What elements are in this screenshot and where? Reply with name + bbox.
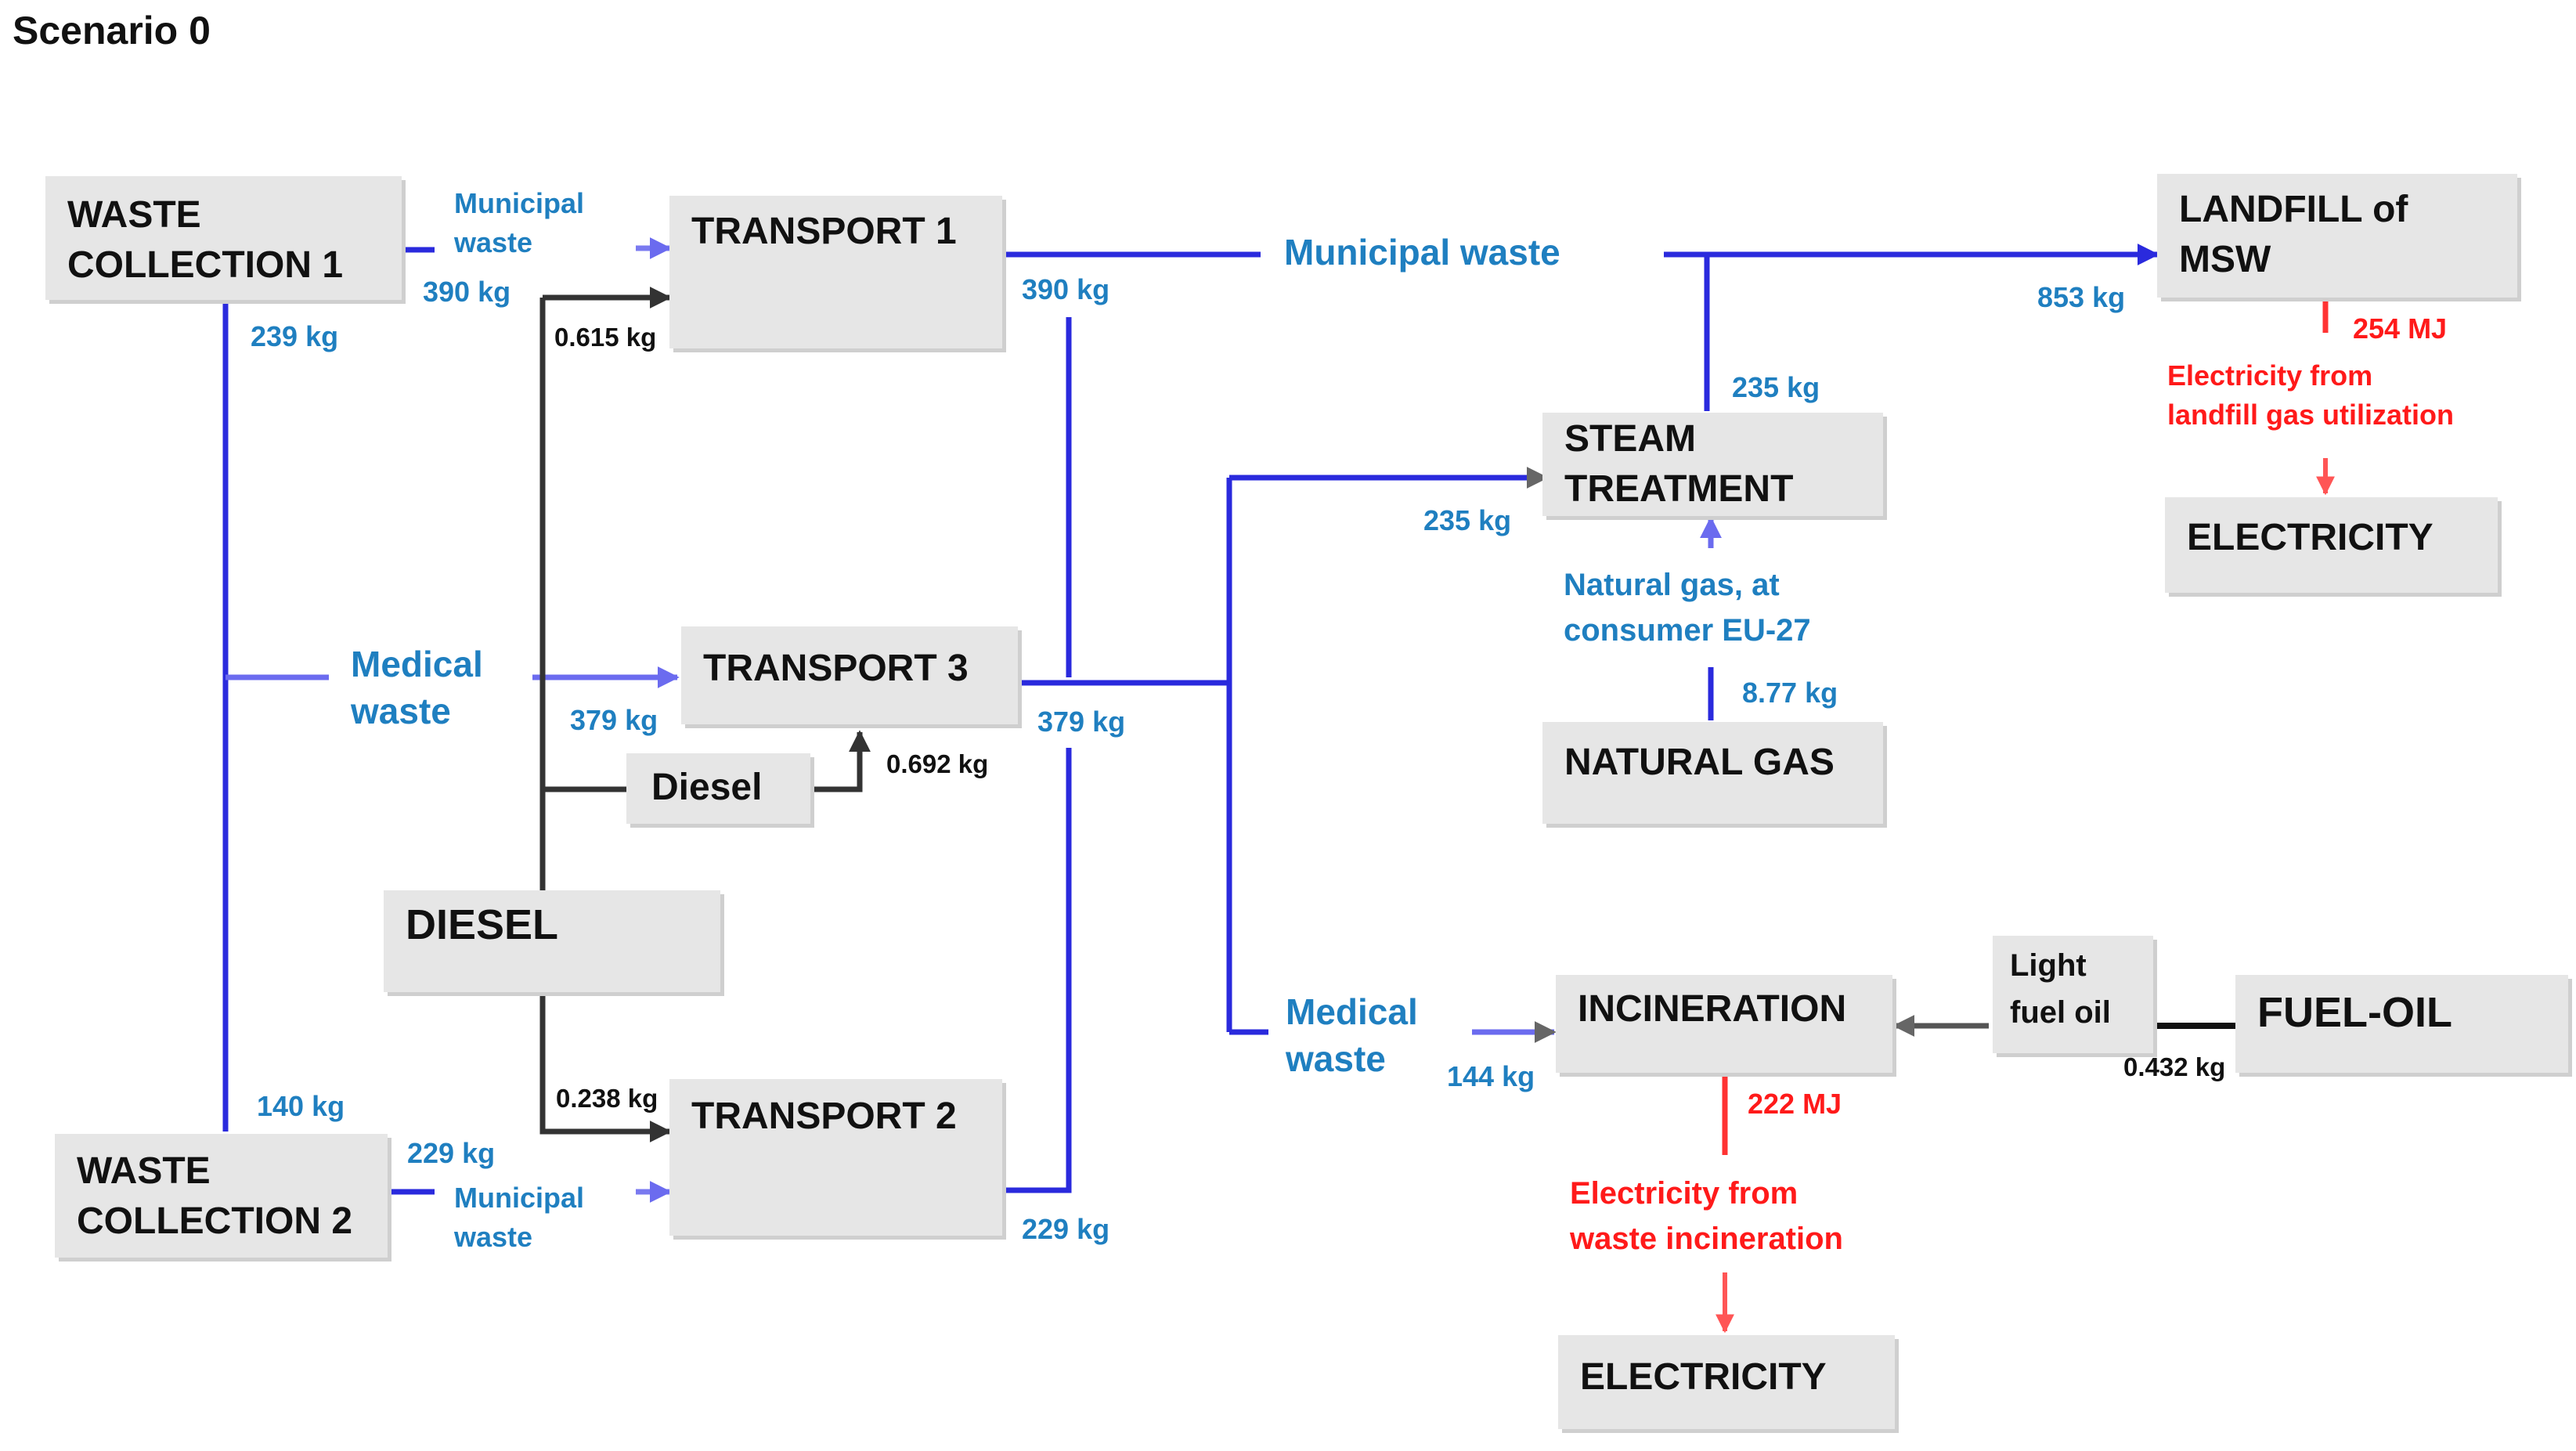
box-transport-1: TRANSPORT 1: [669, 196, 1002, 348]
box-electricity-landfill: ELECTRICITY: [2165, 497, 2498, 593]
box-transport-2-label: TRANSPORT 2: [691, 1095, 957, 1137]
box-steam-treatment-label: STEAM TREATMENT: [1564, 418, 1794, 510]
box-landfill-label: LANDFILL of MSW: [2179, 189, 2408, 280]
box-waste-collection-1-label: WASTE COLLECTION 1: [67, 194, 344, 286]
box-light-fuel-oil: Light fuel oil: [1993, 936, 2153, 1053]
box-natural-gas: NATURAL GAS: [1542, 722, 1883, 824]
label-landfill-electricity: Electricity from landfill gas utilizatio…: [2167, 359, 2455, 431]
label-wc1-down-kg: 239 kg: [251, 320, 339, 352]
label-t3-in-kg: 379 kg: [570, 704, 658, 736]
label-steam-out-kg: 235 kg: [1732, 371, 1820, 403]
box-diesel-small: Diesel: [626, 753, 810, 824]
label-wc1-to-t1-kg: 390 kg: [423, 276, 511, 308]
label-municipal-waste-wc1: Municipal waste: [454, 187, 585, 258]
box-electricity-incineration: ELECTRICITY: [1558, 1335, 1895, 1429]
label-municipal-waste-wc2: Municipal waste: [454, 1182, 585, 1253]
box-landfill: LANDFILL of MSW: [2157, 174, 2517, 298]
label-incineration-mj: 222 MJ: [1748, 1088, 1842, 1120]
label-incineration-electricity: Electricity from waste incineration: [1570, 1176, 1843, 1256]
box-electricity-landfill-label: ELECTRICITY: [2187, 517, 2433, 558]
label-wc2-up-kg: 140 kg: [257, 1090, 345, 1122]
box-waste-collection-2-label: WASTE COLLECTION 2: [77, 1150, 353, 1242]
label-medical-waste-incineration: Medical waste: [1286, 991, 1418, 1079]
box-transport-3: TRANSPORT 3: [681, 626, 1018, 724]
box-fuel-oil: FUEL-OIL: [2235, 975, 2568, 1073]
box-transport-2: TRANSPORT 2: [669, 1079, 1002, 1236]
label-landfill-mj: 254 MJ: [2353, 312, 2448, 345]
label-t3-out-kg: 379 kg: [1037, 706, 1126, 738]
diagram-title: Scenario 0: [13, 9, 211, 52]
box-diesel-label: DIESEL: [406, 901, 559, 948]
box-incineration-label: INCINERATION: [1578, 988, 1847, 1030]
label-steam-in-kg: 235 kg: [1423, 504, 1512, 536]
label-incineration-in-kg: 144 kg: [1447, 1060, 1535, 1092]
label-diesel-t2-kg: 0.238 kg: [556, 1084, 658, 1113]
label-natural-gas: Natural gas, at consumer EU-27: [1564, 568, 1811, 648]
box-fuel-oil-label: FUEL-OIL: [2257, 989, 2452, 1036]
label-natural-gas-kg: 8.77 kg: [1742, 677, 1838, 709]
label-wc2-to-t2-kg: 229 kg: [407, 1137, 496, 1169]
box-steam-treatment: STEAM TREATMENT: [1542, 413, 1883, 516]
label-landfill-in-kg: 853 kg: [2037, 281, 2126, 313]
box-incineration: INCINERATION: [1556, 975, 1892, 1073]
box-light-fuel-oil-label: Light fuel oil: [2010, 948, 2111, 1030]
box-waste-collection-2: WASTE COLLECTION 2: [55, 1134, 388, 1258]
box-waste-collection-1: WASTE COLLECTION 1: [45, 176, 402, 300]
diesel-to-transport2: [539, 994, 672, 1142]
label-t2-out-kg: 229 kg: [1022, 1213, 1110, 1245]
box-transport-1-label: TRANSPORT 1: [691, 211, 957, 252]
box-transport-3-label: TRANSPORT 3: [703, 648, 969, 689]
box-natural-gas-label: NATURAL GAS: [1564, 742, 1835, 783]
label-diesel-t1-kg: 0.615 kg: [554, 323, 657, 352]
label-medical-waste-wc: Medical waste: [351, 644, 483, 731]
label-municipal-waste-main: Municipal waste: [1284, 232, 1560, 273]
label-diesel-t3-kg: 0.692 kg: [886, 749, 989, 778]
box-diesel: DIESEL: [384, 890, 720, 992]
diesel-to-transport3: [814, 730, 871, 792]
diesel-to-transport1: [539, 298, 669, 368]
box-electricity-incineration-label: ELECTRICITY: [1580, 1356, 1827, 1398]
label-t1-out-kg: 390 kg: [1022, 273, 1110, 305]
label-fuel-oil-kg: 0.432 kg: [2123, 1052, 2226, 1081]
box-diesel-small-label: Diesel: [651, 767, 763, 808]
flow-transport2-out: [1002, 748, 1072, 1193]
